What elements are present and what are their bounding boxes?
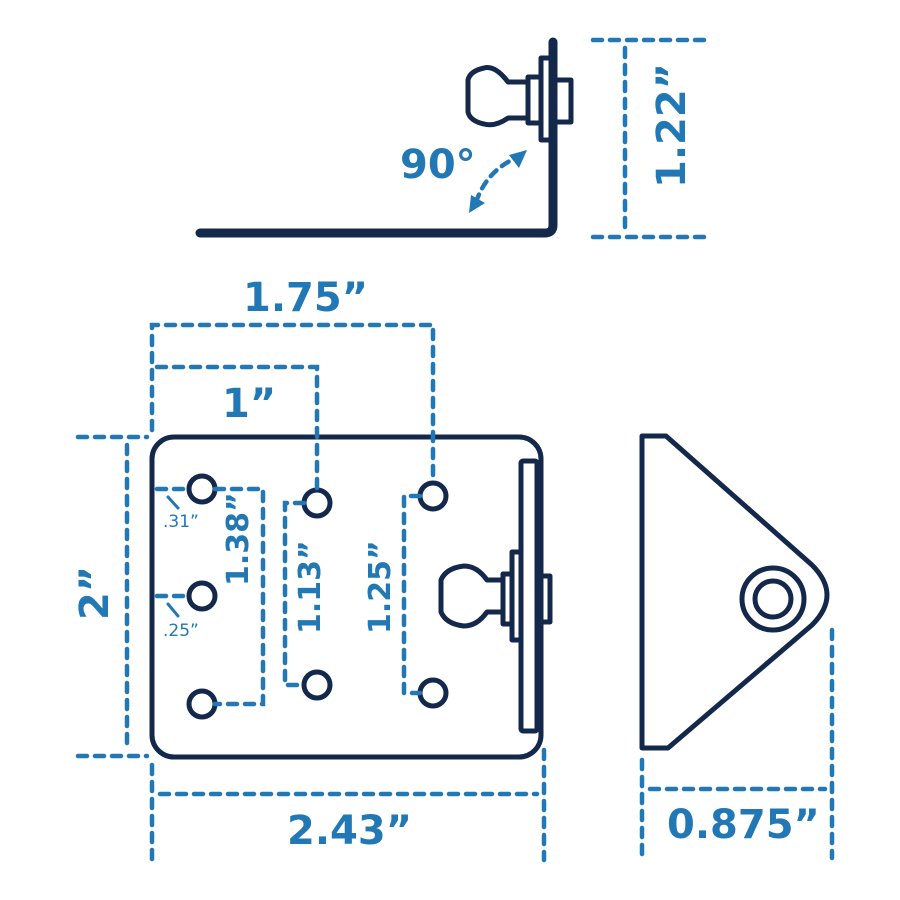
angle-label: 90° [400,142,476,188]
end-view: 0.875” [639,433,835,861]
hole-c3-top [417,480,449,512]
dim-1-25 [401,493,423,696]
offset-label-0-25: .25” [163,621,199,641]
l-bracket-profile [195,37,558,238]
stud-inner-ring-icon [752,578,794,620]
height-label-2: 2” [72,566,118,620]
dim-1-75 [149,322,436,486]
front-stud-collar [500,571,515,627]
side-mount-back-nub [552,77,574,125]
stud-outer-ring-icon [739,565,807,633]
vertical-label-1-38: 1.38” [221,492,256,586]
ball-stud-side-icon [465,65,531,128]
leader-0-25 [166,602,180,618]
ball-stud-front-icon [438,563,506,629]
hole-c1-bottom [186,688,218,720]
hole-c1-mid [186,580,218,612]
side-stud-collar [525,74,544,126]
triangular-gusset-outline [639,433,830,751]
arrow-head-up-icon [509,150,527,168]
depth-label-0-875: 0.875” [667,802,820,848]
front-mount-back-nub [534,573,553,625]
front-view: 1.75” 1” 2” .31” .25” 1.38” 1.13” 1.25” … [72,275,553,863]
hole-c3-bottom [417,677,449,709]
hole-c2-bottom [301,669,333,701]
side-view: 90° 1.22” [195,37,708,240]
angle-arc [473,154,521,205]
offset-label-0-31: .31” [163,512,199,532]
dim-1-13 [282,500,307,688]
dim-1-38 [212,486,266,707]
base-plate-outline [149,434,544,760]
arrow-head-down-icon [469,195,485,213]
width-label-2-43: 2.43” [287,808,412,854]
leader-0-31 [166,495,180,510]
spacing-label-1: 1” [222,381,276,427]
spacing-label-1-75: 1.75” [243,275,368,321]
hole-c1-top [186,473,218,505]
height-label-1-22: 1.22” [649,63,695,188]
hole-c2-top [301,487,333,519]
vertical-label-1-13: 1.13” [293,540,328,634]
dim-1 [154,364,320,493]
vertical-label-1-25: 1.25” [363,540,398,634]
